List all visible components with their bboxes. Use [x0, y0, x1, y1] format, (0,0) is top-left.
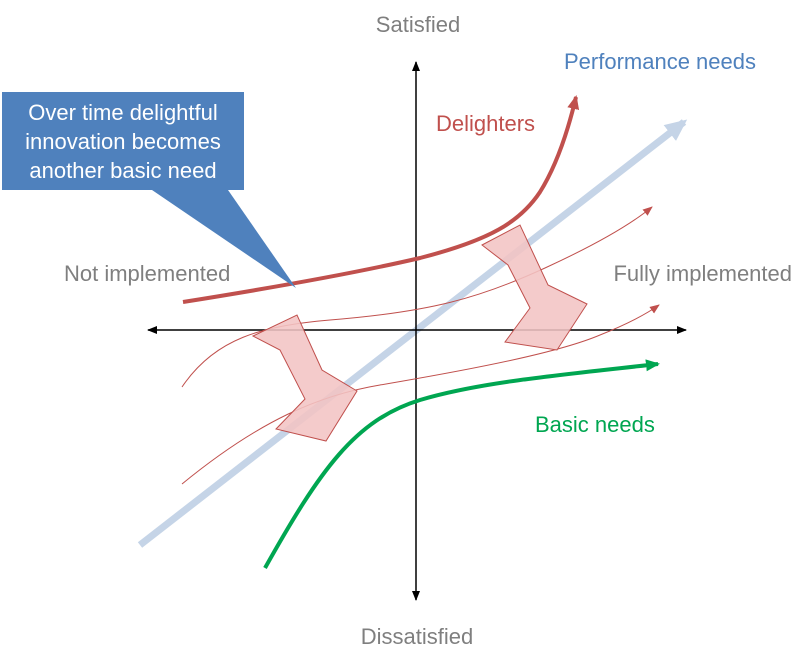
- label-basic-needs: Basic needs: [535, 412, 655, 437]
- callout-line-1: Over time delightful: [28, 100, 218, 125]
- label-delighters: Delighters: [436, 111, 535, 136]
- callout-line-3: another basic need: [29, 158, 216, 183]
- transition-curve-upper: [181, 206, 653, 388]
- label-performance-needs: Performance needs: [564, 49, 756, 74]
- transition-curve-lower: [181, 304, 660, 485]
- callout-line-2: innovation becomes: [25, 129, 221, 154]
- callout-box: [2, 92, 244, 190]
- basic-needs-curve: [263, 359, 660, 569]
- axis-label-fully-implemented: Fully implemented: [613, 261, 792, 286]
- transition-arrow-right: [481, 224, 588, 351]
- delighters-curve: [182, 95, 580, 304]
- transition-arrow-left: [251, 314, 358, 442]
- axis-label-dissatisfied: Dissatisfied: [361, 624, 473, 649]
- axis-label-satisfied: Satisfied: [376, 12, 460, 37]
- performance-needs-line: [137, 119, 688, 548]
- callout-pointer: [152, 190, 296, 288]
- axis-label-not-implemented: Not implemented: [64, 261, 230, 286]
